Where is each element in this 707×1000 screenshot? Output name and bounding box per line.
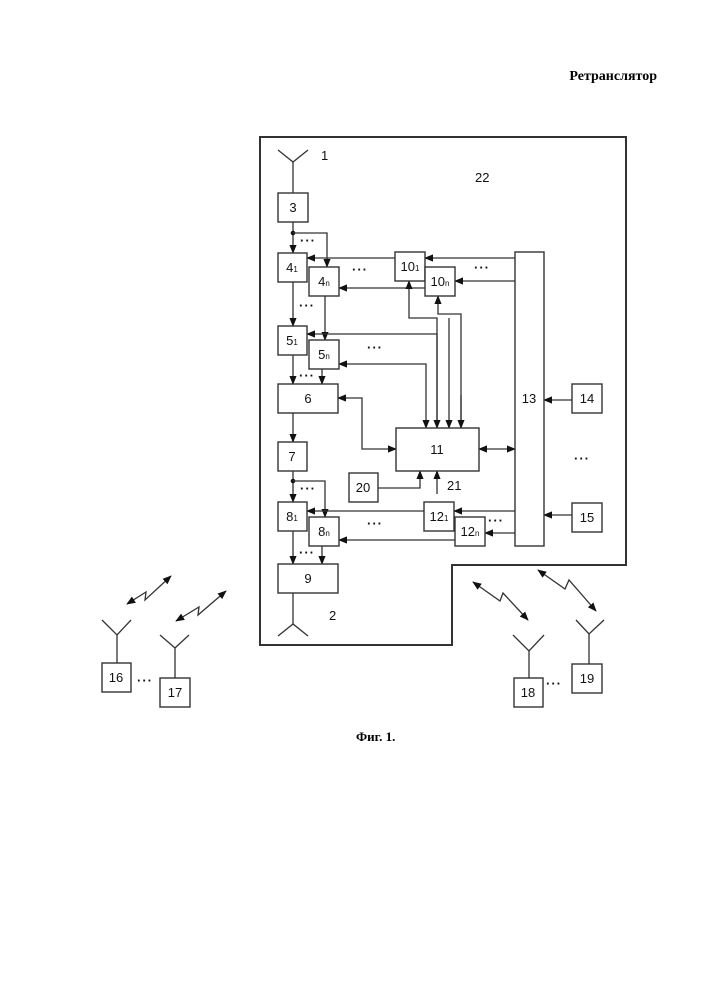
block-8-n: 8n (309, 517, 339, 546)
block-20: 20 (349, 473, 378, 502)
svg-text:7: 7 (288, 449, 295, 464)
block-5-n: 5n (309, 340, 339, 369)
svg-text:···: ··· (474, 260, 490, 275)
block-14: 14 (572, 384, 602, 413)
svg-text:···: ··· (300, 481, 316, 496)
svg-text:···: ··· (299, 368, 315, 383)
block-12-1: 121 (424, 502, 454, 531)
station-17: 17 (160, 635, 190, 707)
station-16: 16 (102, 620, 131, 692)
block-6: 6 (278, 384, 338, 413)
input-21-label: 21 (447, 478, 461, 493)
svg-text:···: ··· (137, 673, 153, 688)
block-3: 3 (278, 193, 308, 222)
block-11: 11 (396, 428, 479, 471)
radio-link-icons (127, 570, 596, 621)
svg-text:···: ··· (300, 233, 316, 248)
antenna-1-label: 1 (321, 148, 328, 163)
block-12-n: 12n (455, 517, 485, 546)
svg-text:···: ··· (367, 516, 383, 531)
svg-text:···: ··· (299, 545, 315, 560)
svg-text:···: ··· (574, 451, 590, 466)
antenna-1-icon (278, 150, 308, 193)
block-15: 15 (572, 503, 602, 532)
block-9: 9 (278, 564, 338, 593)
svg-text:···: ··· (488, 513, 504, 528)
svg-text:20: 20 (356, 480, 370, 495)
antenna-2-icon (278, 593, 308, 636)
svg-text:18: 18 (521, 685, 535, 700)
housing-label: 22 (475, 170, 489, 185)
svg-text:13: 13 (522, 391, 536, 406)
svg-text:3: 3 (289, 200, 296, 215)
svg-text:···: ··· (299, 298, 315, 313)
block-10-n: 10n (425, 267, 455, 296)
svg-text:6: 6 (304, 391, 311, 406)
station-18: 18 (513, 635, 544, 707)
block-8-1: 81 (278, 502, 307, 531)
block-7: 7 (278, 442, 307, 471)
svg-text:15: 15 (580, 510, 594, 525)
svg-text:···: ··· (546, 676, 562, 691)
block-4-1: 41 (278, 253, 307, 282)
svg-text:11: 11 (430, 442, 444, 457)
antenna-2-label: 2 (329, 608, 336, 623)
block-4-n: 4n (309, 267, 339, 296)
svg-text:16: 16 (109, 670, 123, 685)
svg-text:9: 9 (304, 571, 311, 586)
svg-text:14: 14 (580, 391, 594, 406)
svg-text:···: ··· (367, 340, 383, 355)
station-19: 19 (572, 620, 604, 693)
svg-text:19: 19 (580, 671, 594, 686)
block-10-1: 101 (395, 252, 425, 281)
block-13: 13 (515, 252, 544, 546)
block-5-1: 51 (278, 326, 307, 355)
svg-text:···: ··· (352, 262, 368, 277)
svg-text:17: 17 (168, 685, 182, 700)
